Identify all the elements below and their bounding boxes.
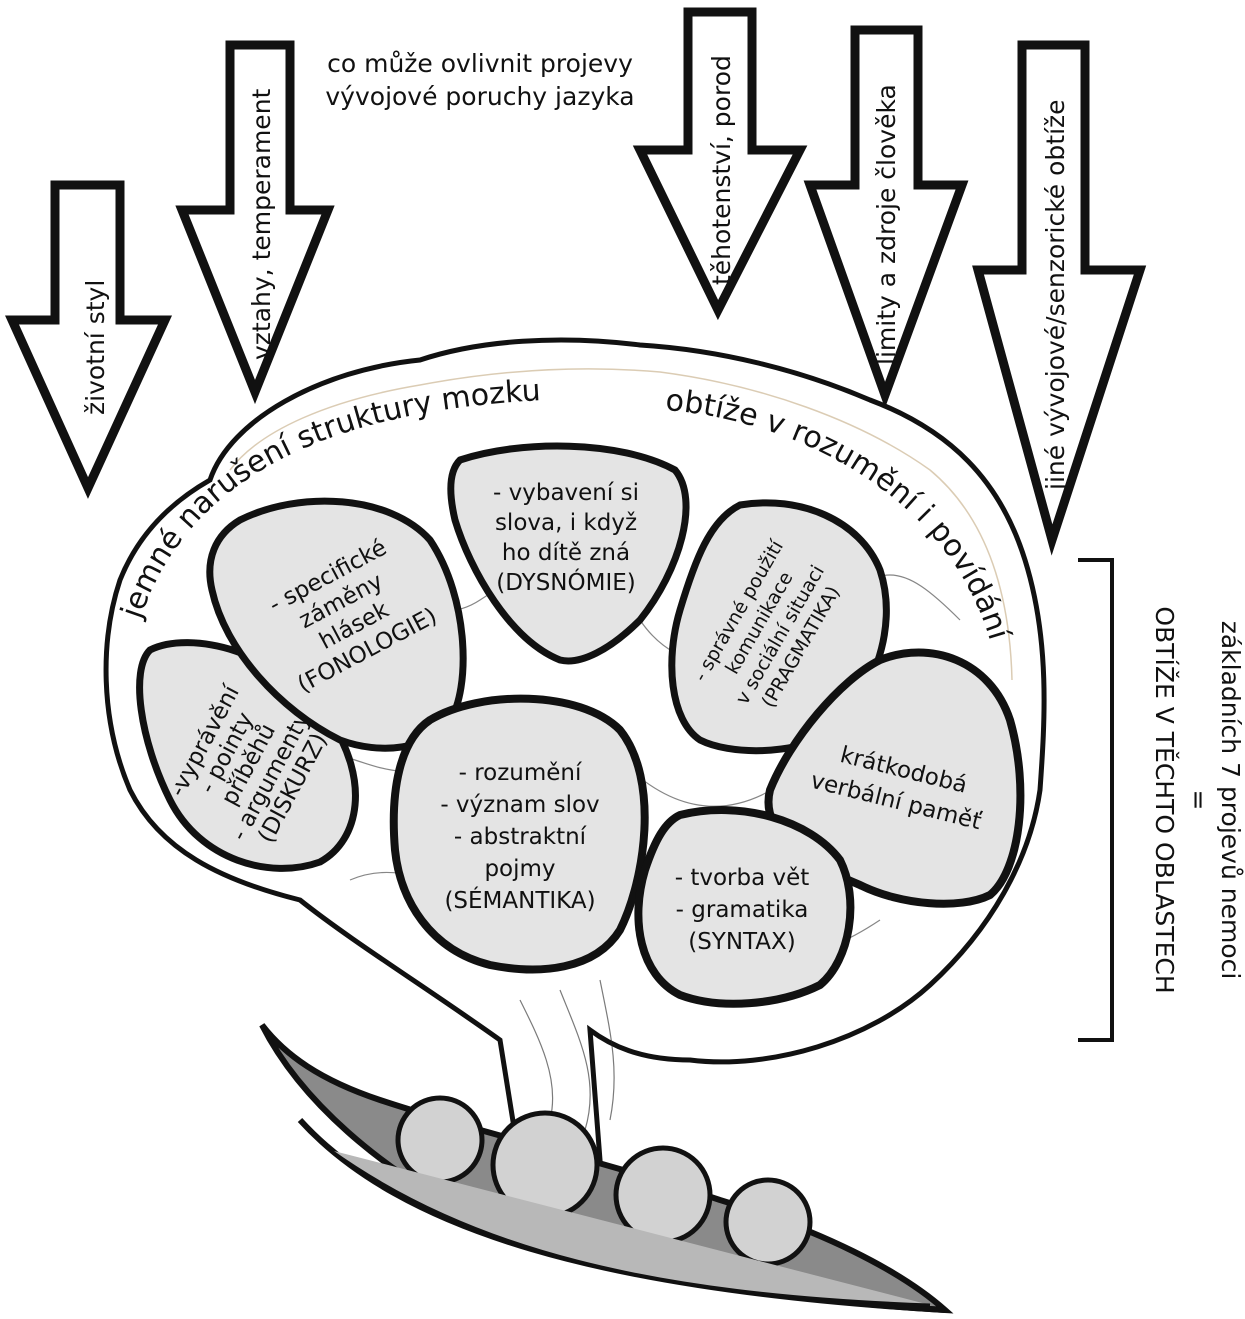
pod-dysnomie-line-4: (DYSNÓMIE) [496,568,636,596]
arrow-relationships: vztahy, temperament [175,40,335,405]
arrow-pregnancy: těhotenství, porod [632,7,808,321]
pod-pragmatika: - správné použití komunikace v sociální … [668,499,890,755]
arrow-other-disorders: jiné vývojové/senzorické obtíže [972,40,1147,556]
pod-syntax-line-1: - tvorba vět [675,865,810,891]
side-note-line-3: OBTÍŽE V TĚCHTO OBLASTECH [1150,606,1179,993]
pod-semantika: - rozumění - význam slov - abstraktní po… [389,694,649,974]
side-bracket [1078,558,1114,1042]
pod-dysnomie: - vybavení si slova, i když ho dítě zná … [447,442,690,665]
arrow-relationships-label: vztahy, temperament [247,88,276,360]
pea-4 [723,1177,813,1267]
intro-line-1: co může ovlivnit projevy [327,49,633,78]
arrow-other-disorders-label: jiné vývojové/senzorické obtíže [1041,99,1070,491]
arrow-lifestyle: životní styl [5,180,173,499]
pod-dysnomie-line-2: slova, i když [495,510,637,536]
pod-semantika-line-1: - rozumění [459,760,582,786]
pod-syntax-line-2: - gramatika [676,897,809,923]
pod-pamet: krátkodobá verbální paměť [764,648,1025,908]
side-note-line-2: = [1184,790,1213,811]
pod-semantika-line-3: - abstraktní [454,824,587,850]
pod-semantika-line-4: pojmy [484,856,555,882]
arrow-limits-label: limity a zdroje člověka [872,84,901,365]
intro-line-2: vývojové poruchy jazyka [325,82,634,111]
pod-semantika-line-2: - význam slov [440,792,599,818]
pea-1 [395,1095,485,1185]
arrow-limits: limity a zdroje člověka [803,25,969,409]
pod-dysnomie-line-3: ho dítě zná [502,540,630,566]
arrow-pregnancy-label: těhotenství, porod [707,55,736,285]
pod-dysnomie-line-1: - vybavení si [493,480,639,506]
pod-fonologie: - specifické záměny hlásek (FONOLOGIE) [206,497,467,752]
side-note-line-1: základních 7 projevů nemoci [1216,621,1245,980]
pod-syntax-line-3: (SYNTAX) [688,929,796,955]
pod-syntax: - tvorba vět - gramatika (SYNTAX) [634,806,855,1008]
arrow-lifestyle-label: životní styl [81,280,110,415]
pea-pod [259,1023,954,1314]
pod-semantika-line-5: (SÉMANTIKA) [444,886,595,914]
